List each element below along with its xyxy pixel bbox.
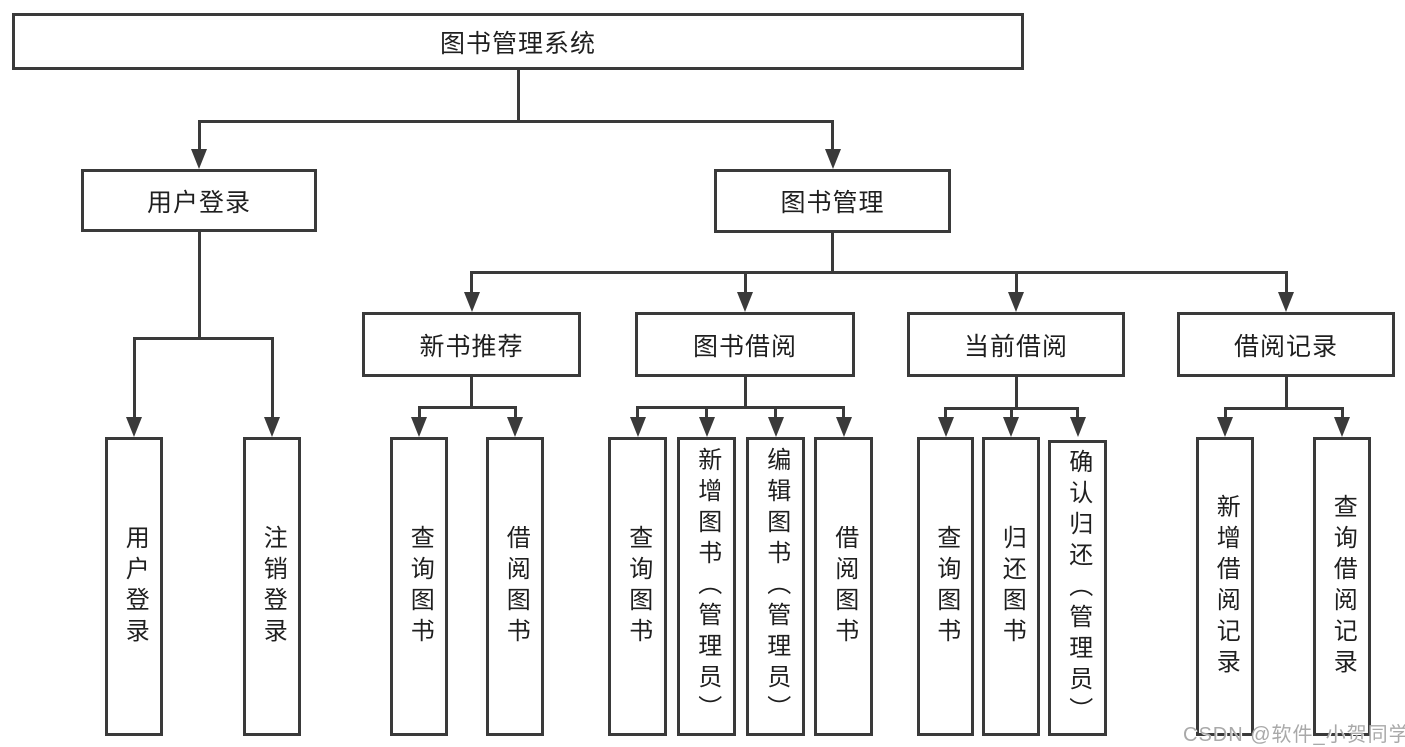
leaf-cb-confirm-return-admin: 确认归还（管理员） — [1048, 440, 1107, 736]
edge-bb-bar — [636, 406, 845, 409]
edge-root-drop-login — [197, 120, 201, 149]
edge-br-drop-1 — [1340, 407, 1344, 417]
arrowhead-bb-leaf-3 — [835, 417, 852, 437]
edge-nbr-stem — [470, 377, 473, 406]
edge-mgmt-drop-2 — [1014, 271, 1018, 292]
arrowhead-login-leaf-1 — [264, 417, 280, 437]
leaf-nbr-borrow-books: 借阅图书 — [486, 437, 544, 736]
node-new-book-recommend: 新书推荐 — [362, 312, 581, 377]
csdn-watermark: CSDN @软件_小贺同学 — [1183, 724, 1405, 746]
edge-login-drop-1 — [270, 337, 274, 417]
edge-mgmt-drop-1 — [743, 271, 747, 292]
arrowhead-cb-leaf-0 — [937, 417, 954, 437]
edge-mgmt-drop-3 — [1284, 271, 1288, 292]
arrowhead-nbr-leaf-1 — [507, 417, 523, 437]
edge-root-bar — [197, 120, 834, 123]
edge-bb-drop-0 — [636, 406, 639, 417]
edge-login-drop-0 — [132, 337, 136, 417]
edge-login-stem — [197, 232, 201, 337]
leaf-br-query-record: 查询借阅记录 — [1313, 437, 1371, 736]
leaf-logout: 注销登录 — [243, 437, 301, 736]
arrowhead-bb-leaf-2 — [767, 417, 784, 437]
arrowhead-nbr-leaf-0 — [411, 417, 427, 437]
arrowhead-login — [191, 149, 207, 169]
edge-root-drop-mgmt — [831, 120, 834, 149]
arrowhead-new-book-recommend — [463, 292, 480, 312]
edge-bb-stem — [743, 377, 747, 406]
edge-br-bar — [1223, 407, 1344, 410]
node-borrow-records: 借阅记录 — [1177, 312, 1395, 377]
leaf-nbr-query-books: 查询图书 — [390, 437, 448, 736]
edge-root-stem — [516, 70, 520, 120]
edge-mgmt-drop-0 — [470, 271, 473, 292]
node-book-borrow: 图书借阅 — [635, 312, 855, 377]
arrowhead-current-borrow — [1008, 292, 1024, 312]
node-user-login-branch: 用户登录 — [81, 169, 317, 232]
edge-cb-drop-0 — [944, 407, 947, 417]
edge-mgmt-stem — [831, 233, 834, 271]
node-current-borrow: 当前借阅 — [907, 312, 1125, 377]
edge-mgmt-bar — [470, 271, 1288, 274]
leaf-bb-query-books: 查询图书 — [608, 437, 667, 736]
leaf-cb-query-books: 查询图书 — [917, 437, 974, 736]
leaf-bb-add-books-admin: 新增图书（管理员） — [677, 437, 736, 736]
node-book-management-branch: 图书管理 — [714, 169, 951, 233]
edge-bb-drop-1 — [705, 406, 708, 417]
leaf-br-add-record: 新增借阅记录 — [1196, 437, 1254, 736]
arrowhead-bb-leaf-1 — [698, 417, 715, 437]
arrowhead-cb-leaf-1 — [1003, 417, 1019, 437]
arrowhead-borrow-records — [1278, 292, 1294, 312]
arrowhead-book-borrow — [737, 292, 753, 312]
edge-br-stem — [1284, 377, 1288, 407]
node-root: 图书管理系统 — [12, 13, 1024, 70]
arrowhead-cb-leaf-2 — [1069, 417, 1086, 437]
edge-bb-drop-3 — [842, 406, 845, 417]
edge-nbr-drop-1 — [513, 406, 517, 417]
leaf-cb-return-books: 归还图书 — [982, 437, 1040, 736]
edge-cb-drop-2 — [1076, 407, 1079, 417]
arrowhead-mgmt — [824, 149, 841, 169]
edge-nbr-bar — [417, 406, 517, 409]
arrowhead-br-leaf-1 — [1334, 417, 1350, 437]
leaf-bb-edit-books-admin: 编辑图书（管理员） — [746, 437, 805, 736]
leaf-user-login: 用户登录 — [105, 437, 163, 736]
edge-cb-drop-1 — [1009, 407, 1013, 417]
edge-br-drop-0 — [1223, 407, 1227, 417]
edge-nbr-drop-0 — [417, 406, 421, 417]
arrowhead-login-leaf-0 — [126, 417, 142, 437]
edge-login-bar — [132, 337, 274, 340]
edge-bb-drop-2 — [774, 406, 777, 417]
edge-cb-stem — [1014, 377, 1018, 407]
arrowhead-bb-leaf-0 — [629, 417, 646, 437]
leaf-bb-borrow-books: 借阅图书 — [814, 437, 873, 736]
arrowhead-br-leaf-0 — [1217, 417, 1233, 437]
